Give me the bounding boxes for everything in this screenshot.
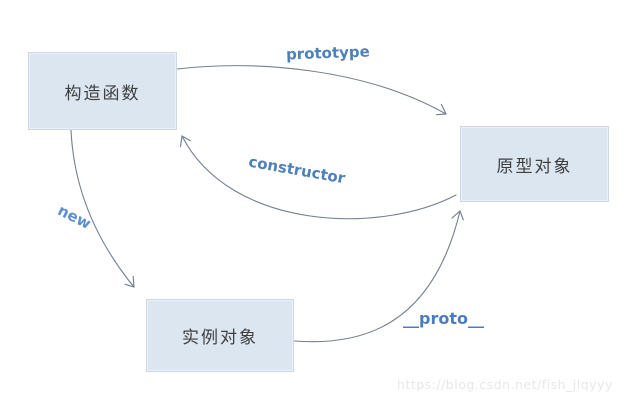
prototype-edge-label: prototype xyxy=(285,42,371,64)
node-constructor-function: 构造函数 xyxy=(28,52,177,130)
constructor-edge-label: constructor xyxy=(247,152,347,188)
new-edge-label: new xyxy=(54,201,94,233)
new-arrow xyxy=(70,129,135,288)
prototype-arrow xyxy=(176,65,447,116)
node-constructor-function-label: 构造函数 xyxy=(64,83,141,104)
node-prototype-object-label: 原型对象 xyxy=(496,156,573,177)
proto-edge-label: __proto__ xyxy=(403,309,484,328)
node-instance-object-label: 实例对象 xyxy=(182,328,258,348)
node-instance-object: 实例对象 xyxy=(146,299,294,372)
csdn-watermark: https://blog.csdn.net/fish_jlqyyy xyxy=(397,377,613,392)
node-prototype-object: 原型对象 xyxy=(460,126,609,202)
